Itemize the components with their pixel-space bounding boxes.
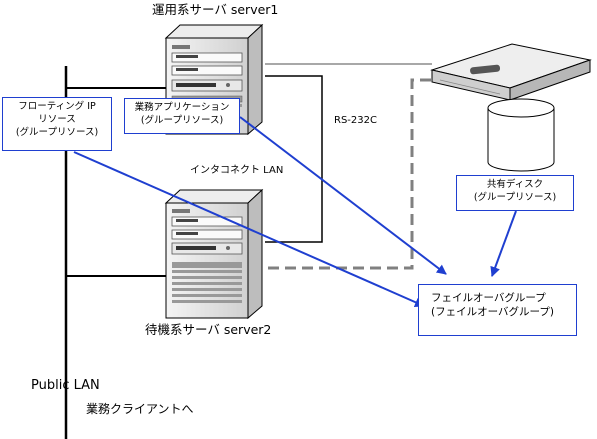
- floating-ip-line1: フローティング IP: [18, 101, 96, 112]
- server2-icon: [164, 188, 264, 320]
- floating-ip-resource-box: フローティング IP リソース (グループリソース): [2, 97, 112, 151]
- server2-label: 待機系サーバ server2: [145, 322, 272, 337]
- interconnect-lan-label: インタコネクト LAN: [190, 164, 284, 178]
- shared-disk-line2: (グループリソース): [473, 192, 557, 203]
- shared-disk-icon: [487, 98, 555, 172]
- arrow-app-to-failover: [239, 116, 447, 275]
- client-label: 業務クライアントへ: [86, 402, 194, 416]
- rs232c-label: RS-232C: [334, 115, 377, 126]
- floating-ip-line2: リソース: [38, 114, 76, 125]
- business-app-line2: (グループリソース): [140, 115, 224, 126]
- storage-unit-icon: [430, 43, 592, 101]
- floating-ip-line3: (グループリソース): [15, 127, 99, 138]
- shared-disk-line1: 共有ディスク: [486, 179, 544, 190]
- interconnect-lan-line: [265, 75, 323, 243]
- arrow-floating-ip-to-failover: [73, 151, 425, 307]
- arrow-disk-to-failover: [490, 210, 517, 277]
- failover-group-box: フェイルオーバグループ (フェイルオーバグループ): [418, 284, 577, 336]
- rs232c-dashed-line: [265, 78, 431, 270]
- failover-group-line1: フェイルオーバグループ: [431, 292, 546, 304]
- shared-disk-resource-box: 共有ディスク (グループリソース): [456, 175, 574, 211]
- business-app-resource-box: 業務アプリケーション (グループリソース): [124, 98, 240, 134]
- failover-group-line2: (フェイルオーバグループ): [431, 306, 554, 318]
- public-lan-label: Public LAN: [31, 378, 100, 393]
- business-app-line1: 業務アプリケーション: [134, 102, 230, 113]
- server1-label: 運用系サーバ server1: [152, 2, 279, 17]
